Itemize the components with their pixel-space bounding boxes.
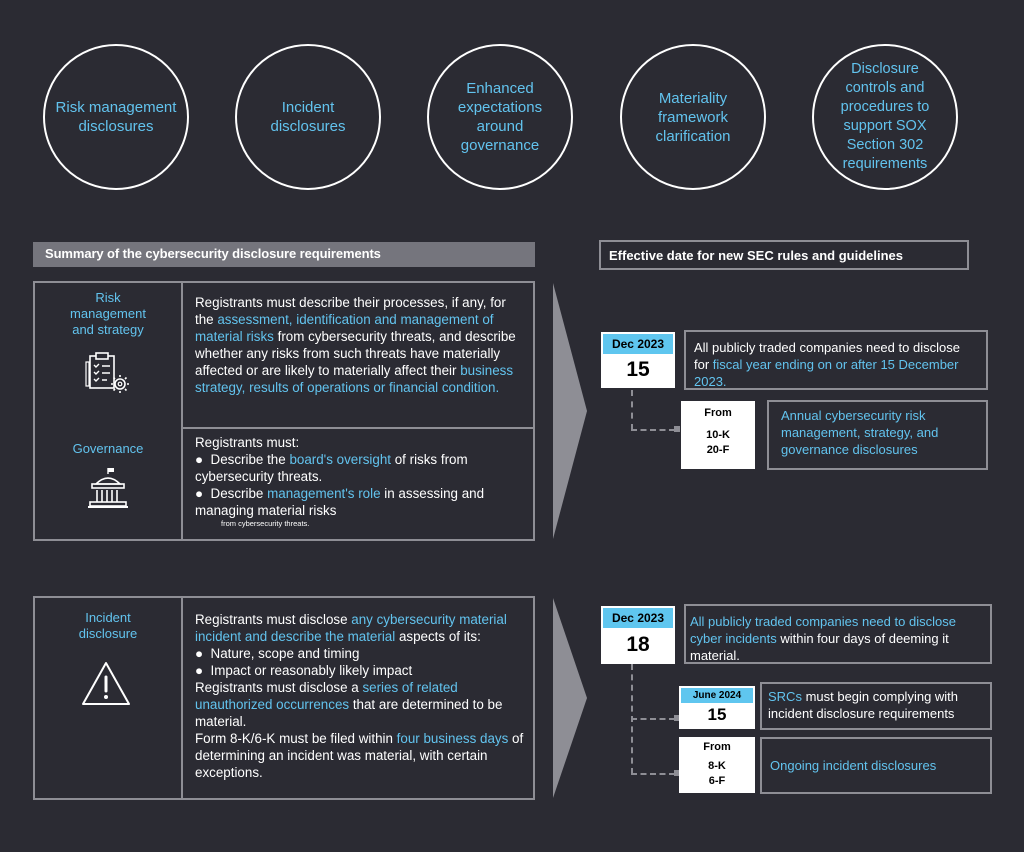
date-day: 15 [603, 354, 673, 386]
summary-table-incident [33, 596, 535, 800]
timeline2-branch-1-end [674, 715, 680, 721]
chevron-arrow-2 [553, 598, 587, 798]
timeline2-branch-1 [631, 718, 675, 720]
governance-description: Registrants must: ● Describe the board's… [195, 435, 485, 528]
building-icon [88, 468, 128, 508]
table1-divider [181, 283, 183, 539]
table1-row-divider [183, 427, 533, 429]
timeline2-branch-2-end [674, 770, 680, 776]
from-card-ongoing: From 8-K 6-F [679, 737, 755, 793]
table2-divider [181, 598, 183, 798]
incident-disclosure-description: Registrants must disclose any cybersecur… [195, 612, 524, 780]
timeline2-info: All publicly traded companies need to di… [684, 604, 992, 664]
governance-label: Governance [72, 441, 144, 456]
date-card-june-15: June 2024 15 [679, 686, 755, 729]
from-card-annual: From 10-K 20-F [681, 401, 755, 469]
effective-date-header: Effective date for new SEC rules and gui… [599, 240, 969, 270]
timeline1-connector [631, 390, 633, 430]
date-month: Dec 2023 [603, 334, 673, 354]
chevron-arrow-1 [553, 283, 587, 539]
warning-icon [82, 662, 130, 705]
date-card-dec-15: Dec 2023 15 [601, 332, 675, 388]
timeline2-branch-2 [631, 773, 675, 775]
date-card-dec-18: Dec 2023 18 [601, 606, 675, 664]
clipboard-gear-icon [85, 352, 129, 393]
risk-strategy-description: Registrants must describe their processe… [195, 295, 516, 395]
timeline1-branch [631, 429, 675, 431]
summary-table-risk [33, 281, 535, 541]
date-day: 15 [681, 703, 753, 727]
ongoing-disclosures-box: Ongoing incident disclosures [760, 737, 992, 794]
timeline1-info: All publicly traded companies need to di… [684, 330, 988, 390]
src-compliance-box: SRCs must begin complying with incident … [760, 682, 992, 730]
summary-header: Summary of the cybersecurity disclosure … [33, 242, 535, 267]
date-day: 18 [603, 628, 673, 662]
timeline1-branch-end [674, 426, 680, 432]
annual-disclosures-box: Annual cybersecurity risk management, st… [767, 400, 988, 470]
date-month: Dec 2023 [603, 608, 673, 628]
date-month: June 2024 [681, 688, 753, 703]
